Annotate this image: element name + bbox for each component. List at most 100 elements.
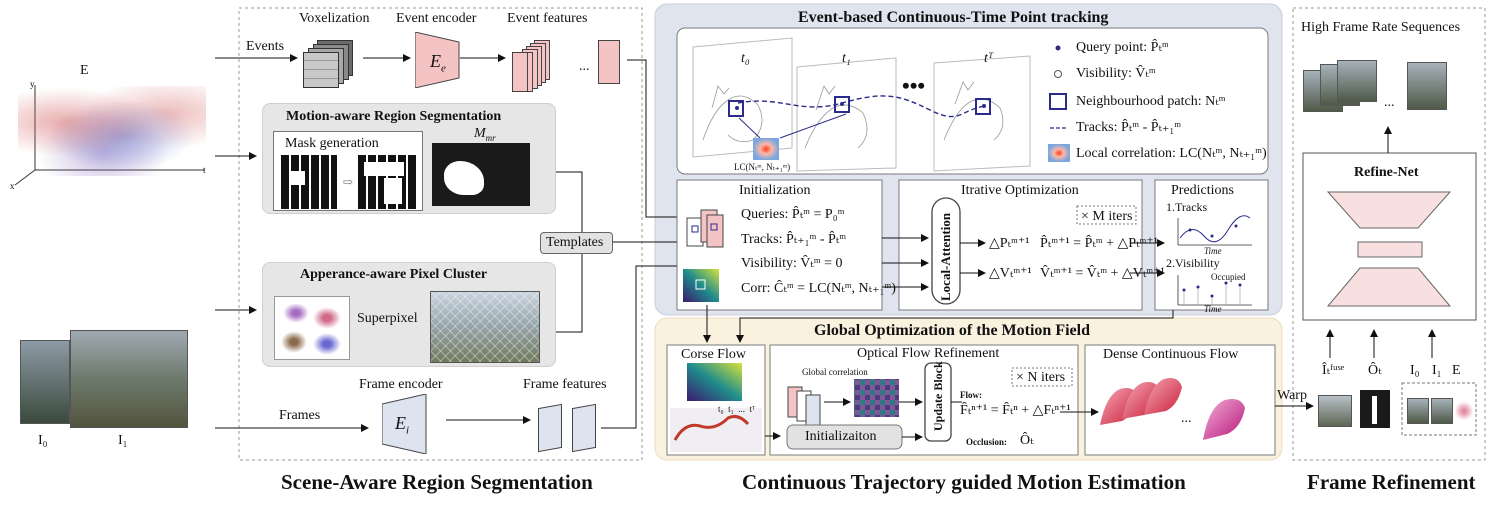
superpixel-label: Superpixel <box>357 311 418 326</box>
n-iters-box <box>1011 367 1073 387</box>
pred-occupied-label: Occupied <box>1211 272 1246 282</box>
input-i0-image <box>1407 398 1429 424</box>
event-features-label: Event features <box>507 11 588 26</box>
motion-aware-title: Motion-aware Region Segmentation <box>286 109 502 124</box>
event-encoder-block <box>415 32 460 88</box>
refine-frame <box>1292 7 1486 461</box>
tracks-mini-chart <box>1177 215 1252 246</box>
voxelization-label: Voxelization <box>299 11 370 26</box>
occlusion-value: Ôₜ <box>1020 433 1034 448</box>
frame-i1-image <box>70 330 188 428</box>
heatmap-icon <box>1048 144 1070 162</box>
init-visibility: Visibility: V̂ₜᵐ = 0 <box>741 256 843 271</box>
event-point-cloud <box>18 86 206 176</box>
frame-feature-b <box>572 403 596 453</box>
update-block-label: Update Block <box>931 361 945 431</box>
hfr-frame-last <box>1407 62 1447 110</box>
legend-neighbourhood: Neighbourhood patch: Nₜᵐ <box>1076 94 1226 109</box>
visibility-mini-chart <box>1177 275 1252 306</box>
update-p: P̂ₜᵐ⁺¹ = P̂ₜᵐ + △Pₜᵐ⁺¹ <box>1040 236 1158 251</box>
legend-tracks: Tracks: P̂ₜᵐ - P̂ₜ₊₁ᵐ <box>1076 120 1182 135</box>
mask-arrow-icon: ⇨ <box>343 175 354 189</box>
tracking-title: Event-based Continuous-Time Point tracki… <box>798 9 1109 26</box>
warp-label: Warp <box>1277 388 1307 403</box>
frame-i1-label: I₁ <box>118 433 128 448</box>
templates-box <box>540 232 613 254</box>
frame-t1 <box>796 57 897 172</box>
n-iters-label: × N iters <box>1016 370 1066 385</box>
axis-y-label: y <box>30 79 35 89</box>
local-attention-label: Local-Attention <box>938 212 953 301</box>
event-features-stack <box>512 40 574 92</box>
dot-icon <box>1055 45 1061 51</box>
predictions-title: Predictions <box>1171 183 1234 198</box>
global-corr-label: Global correlation <box>802 367 868 377</box>
frame-i0-image <box>20 340 70 424</box>
motion-mask-image <box>432 143 530 206</box>
init-queries: Queries: P̂ₜᵐ = P₀ᵐ <box>741 207 845 222</box>
voxel-grid-icon <box>303 40 353 88</box>
axis-t-label: t <box>203 165 206 175</box>
input-fuse-label: Îₜᶠᵘˢᵉ <box>1322 363 1345 378</box>
flow-equation: F̂ₜⁿ⁺¹ = F̂ₜⁿ + △Fₜⁿ⁺¹ <box>960 403 1071 418</box>
dense-flow-frames <box>1100 378 1245 440</box>
init-title: Initialization <box>739 183 811 198</box>
tracking-ellipsis: ••• <box>902 73 926 98</box>
square-icon <box>1049 93 1067 110</box>
pred-visibility-time: Time <box>1204 304 1222 314</box>
appearance-title: Apperance-aware Pixel Cluster <box>300 267 488 282</box>
section-motion: Continuous Trajectory guided Motion Esti… <box>742 470 1186 494</box>
fused-frame-image <box>1318 395 1352 427</box>
patch-t0 <box>728 100 744 117</box>
lc-heatmap <box>753 138 779 160</box>
event-feature-last <box>598 40 620 84</box>
input-e-label: E <box>1452 363 1461 378</box>
patch-tT <box>975 98 991 115</box>
track-line <box>737 95 986 118</box>
pred-visibility-label: 2.Visibility <box>1166 256 1220 270</box>
section-scene: Scene-Aware Region Segmentation <box>281 470 593 494</box>
input-o-label: Ôₜ <box>1368 363 1382 378</box>
local-attention-block <box>931 197 961 305</box>
legend-visibility: Visibility: V̂ₜᵐ <box>1076 66 1156 81</box>
frame-features-label: Frame features <box>523 377 607 392</box>
m-iters-label: × M iters <box>1081 209 1133 224</box>
input-group-box <box>1401 382 1477 436</box>
legend-query-point: Query point: P̂ₜᵐ <box>1076 40 1169 55</box>
corr-icon <box>683 269 719 302</box>
mask-generation-label: Mask generation <box>285 136 379 151</box>
init-corr: Corr: Ĉₜᵐ = LC(Nₜᵐ, Nₜ₊₁ᵐ) <box>741 281 896 296</box>
frame-encoder-block <box>382 394 427 454</box>
pred-tracks-label: 1.Tracks <box>1166 200 1208 214</box>
event-label: E <box>80 63 89 78</box>
dense-ellipsis: ... <box>1181 411 1192 426</box>
tT-label: tᵀ <box>984 51 994 66</box>
flow-label: Flow: <box>960 390 982 400</box>
axis-x-label: x <box>10 181 15 191</box>
frame-t0 <box>692 37 793 158</box>
mmr-label: Mmr <box>474 126 496 143</box>
decoder-trapezoid <box>1326 267 1452 307</box>
pred-tracks-time: Time <box>1204 246 1222 256</box>
encoder-i-symbol: Ei <box>395 413 410 437</box>
frame-feature-a <box>538 403 562 453</box>
iterative-title: Itrative Optimization <box>961 183 1079 198</box>
input-e-image <box>1455 398 1473 424</box>
occlusion-label: Occlusion: <box>966 437 1008 447</box>
events-arrow-label: Events <box>246 39 285 54</box>
t0-label: t₀ <box>741 51 750 66</box>
time-ticks: t₀ t₁ ... tᵀ <box>718 404 756 414</box>
initialization-label: Initializaiton <box>805 429 877 444</box>
dense-flow-title: Dense Continuous Flow <box>1103 347 1239 362</box>
input-i1-image <box>1431 398 1453 424</box>
update-v: V̂ₜᵐ⁺¹ = V̂ₜᵐ + △Vₜᵐ⁺¹ <box>1040 266 1165 281</box>
features-ellipsis: ... <box>579 59 590 74</box>
scene-frame <box>238 7 643 461</box>
input-i0-label: I₀ <box>1410 363 1420 378</box>
m-iters-box <box>1076 205 1137 225</box>
circle-icon <box>1054 70 1062 78</box>
hfr-frame-3 <box>1337 60 1377 102</box>
init-tracks: Tracks: P̂ₜ₊₁ᵐ - P̂ₜᵐ <box>741 232 847 247</box>
corse-flow-map <box>687 363 742 401</box>
